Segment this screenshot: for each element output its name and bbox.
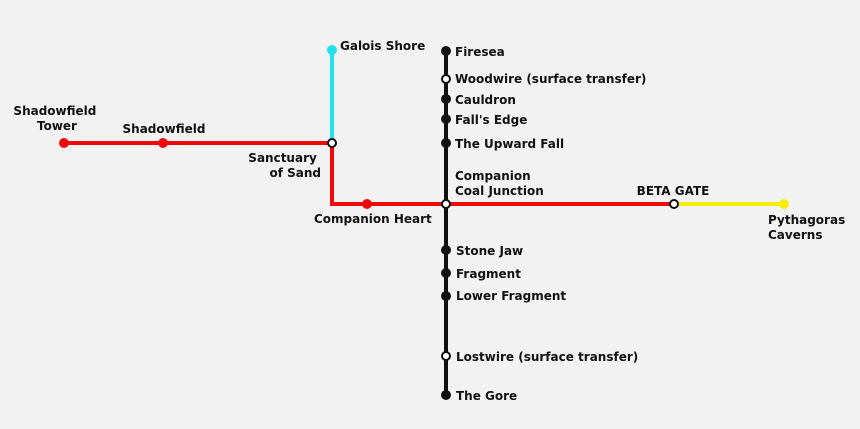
- station-dot-falls-edge[interactable]: [441, 114, 451, 124]
- label-upward-fall: The Upward Fall: [455, 137, 564, 151]
- station-dot-woodwire[interactable]: [441, 74, 451, 84]
- label-falls-edge: Fall's Edge: [455, 113, 527, 127]
- station-dot-lower-fragment[interactable]: [441, 291, 451, 301]
- label-woodwire: Woodwire (surface transfer): [455, 72, 646, 86]
- lines: [64, 50, 784, 396]
- label-lower-fragment: Lower Fragment: [456, 289, 566, 303]
- station-dot-shadowfield-tower[interactable]: [59, 138, 69, 148]
- label-galois-shore: Galois Shore: [340, 39, 425, 53]
- label-companion-heart: Companion Heart: [314, 212, 432, 226]
- station-dot-beta-gate[interactable]: [669, 199, 679, 209]
- label-beta-gate: BETA GATE: [637, 184, 710, 198]
- station-dot-lostwire[interactable]: [441, 351, 451, 361]
- station-dot-cauldron[interactable]: [441, 94, 451, 104]
- labels: Shadowfield Tower Shadowfield Sanctuary …: [13, 39, 849, 403]
- red-line: [64, 141, 674, 206]
- label-the-gore: The Gore: [456, 389, 517, 403]
- label-pythagoras-caverns: Pythagoras Caverns: [768, 213, 849, 242]
- stations: [59, 45, 789, 400]
- station-dot-upward-fall[interactable]: [441, 138, 451, 148]
- label-fragment: Fragment: [456, 267, 521, 281]
- label-cauldron: Cauldron: [455, 93, 516, 107]
- label-sanctuary-of-sand: Sanctuary of Sand: [248, 151, 321, 180]
- label-lostwire: Lostwire (surface transfer): [456, 350, 638, 364]
- station-dot-fragment[interactable]: [441, 268, 451, 278]
- station-dot-companion-heart[interactable]: [362, 199, 372, 209]
- station-dot-stone-jaw[interactable]: [441, 245, 451, 255]
- station-dot-galois-shore[interactable]: [327, 45, 337, 55]
- station-dot-the-gore[interactable]: [441, 390, 451, 400]
- label-firesea: Firesea: [455, 45, 505, 59]
- label-stone-jaw: Stone Jaw: [456, 244, 523, 258]
- label-shadowfield-tower: Shadowfield Tower: [13, 104, 100, 133]
- label-companion-coal-junction: Companion Coal Junction: [455, 169, 544, 198]
- station-dot-companion-coal-junction[interactable]: [441, 199, 451, 209]
- station-dot-pythagoras-caverns[interactable]: [779, 199, 789, 209]
- station-dot-shadowfield[interactable]: [158, 138, 168, 148]
- station-dot-sanctuary-of-sand[interactable]: [327, 138, 337, 148]
- station-dot-firesea[interactable]: [441, 46, 451, 56]
- label-shadowfield: Shadowfield: [123, 122, 206, 136]
